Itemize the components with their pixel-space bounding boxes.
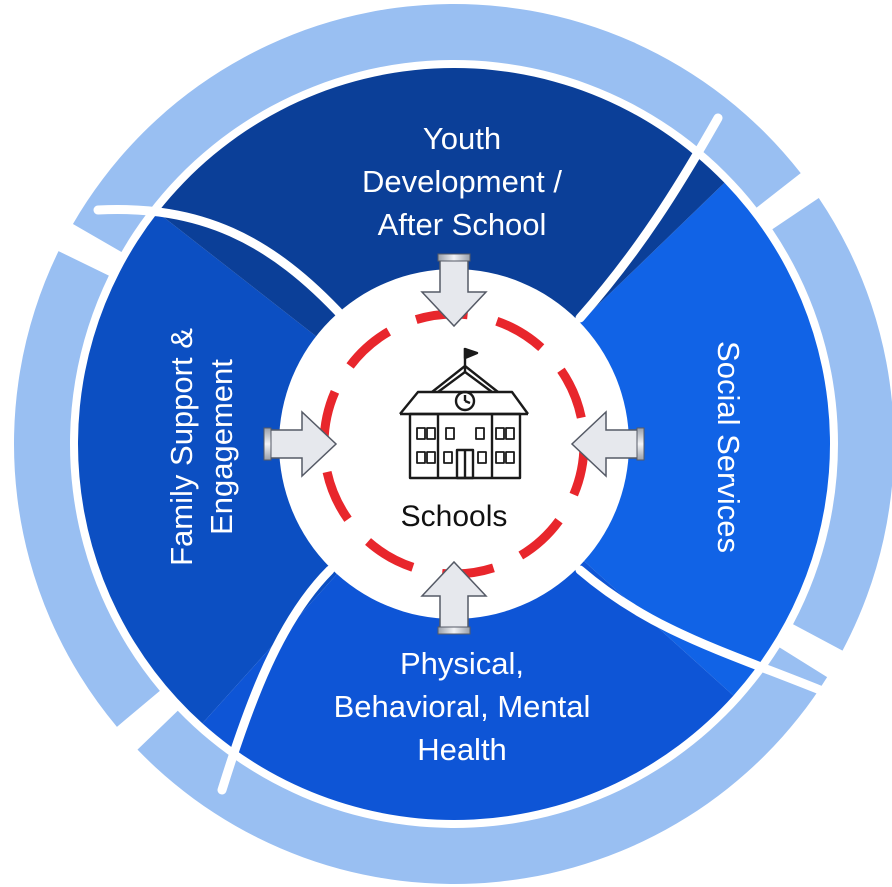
label-health-line-1: Physical, xyxy=(400,646,524,681)
label-youth-line-2: Development / xyxy=(362,164,562,199)
segment-health xyxy=(202,557,734,820)
arrow-up-from-bottom xyxy=(420,560,488,635)
segment-separators xyxy=(93,113,825,795)
inward-arrows xyxy=(263,253,645,635)
arrow-down-from-top xyxy=(420,253,488,328)
center-disc xyxy=(279,269,629,619)
arrow-left-from-right xyxy=(570,410,645,478)
outer-ring xyxy=(14,4,892,884)
segment-family-support xyxy=(77,212,341,724)
school-building-icon xyxy=(399,347,529,480)
label-social-line-1: Social Services xyxy=(711,341,746,553)
label-health: Physical, Behavioral, Mental Health xyxy=(334,646,591,767)
label-health-line-2: Behavioral, Mental xyxy=(334,689,591,724)
separator-bottom-left xyxy=(217,565,335,795)
outer-ring-arc-bottom xyxy=(137,647,828,884)
separator-top-right xyxy=(575,113,723,323)
outer-ring-arc-left xyxy=(14,251,160,727)
outer-ring-arc-right xyxy=(772,197,892,651)
separator-top-left xyxy=(93,205,349,323)
arrow-right-from-left xyxy=(263,410,338,478)
segment-social-services xyxy=(576,182,830,696)
label-youth-line-1: Youth xyxy=(423,121,501,156)
label-family-line-1: Family Support & xyxy=(164,328,199,566)
separator-bottom-right xyxy=(575,565,825,695)
label-youth-line-3: After School xyxy=(378,207,547,242)
label-family-line-2: Engagement xyxy=(204,359,239,535)
label-social-services: Social Services xyxy=(711,341,746,553)
label-health-line-3: Health xyxy=(417,732,507,767)
center-label: Schools xyxy=(401,500,508,533)
label-youth-development: Youth Development / After School xyxy=(362,121,562,242)
label-family-support: Family Support & Engagement xyxy=(164,328,239,566)
outer-ring-arc-top xyxy=(72,4,801,253)
